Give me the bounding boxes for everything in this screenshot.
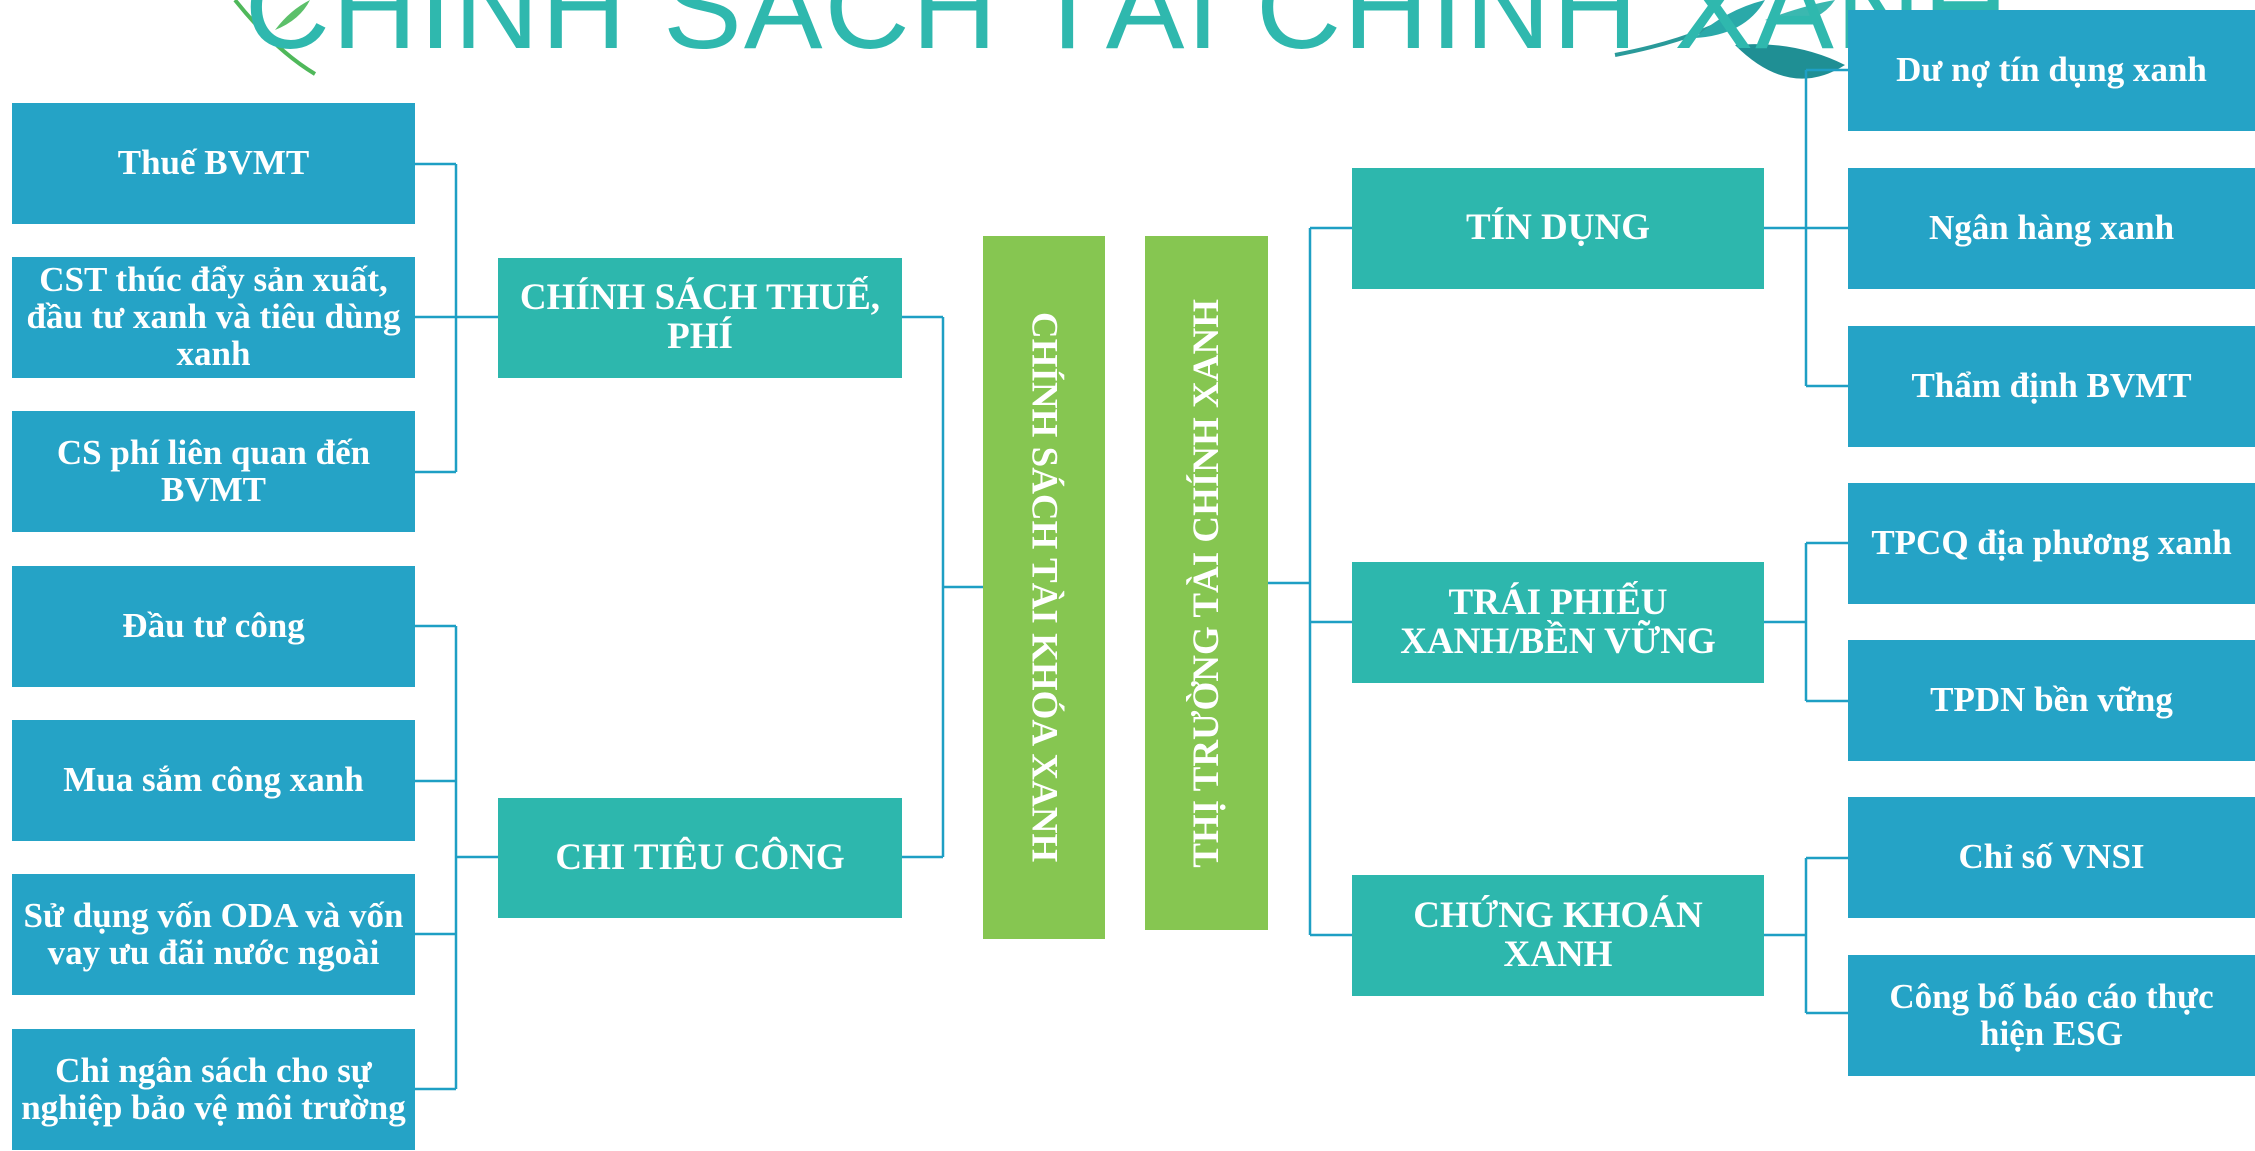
right-item-tpcq-dia-phuong: TPCQ địa phương xanh	[1848, 483, 2255, 604]
group-tin-dung: TÍN DỤNG	[1352, 168, 1764, 289]
group-chinh-sach-thue-phi: CHÍNH SÁCH THUẾ, PHÍ	[498, 258, 902, 378]
group-chi-tieu-cong: CHI TIÊU CÔNG	[498, 798, 902, 918]
left-item-thue-bvmt: Thuế BVMT	[12, 103, 415, 224]
right-item-du-no-tin-dung: Dư nợ tín dụng xanh	[1848, 10, 2255, 131]
left-item-cs-phi: CS phí liên quan đến BVMT	[12, 411, 415, 532]
center-bar-chinh-sach-tai-khoa-xanh: CHÍNH SÁCH TÀI KHÓA XANH	[983, 236, 1105, 939]
left-item-mua-sam-cong-xanh: Mua sắm công xanh	[12, 720, 415, 841]
group-chung-khoan-xanh: CHỨNG KHOÁN XANH	[1352, 875, 1764, 996]
right-item-tpdn-ben-vung: TPDN bền vững	[1848, 640, 2255, 761]
page-title: CHÍNH SÁCH TÀI CHÍNH XANH	[244, 0, 2011, 74]
leaf-decoration-left	[233, 0, 317, 76]
right-item-ngan-hang-xanh: Ngân hàng xanh	[1848, 168, 2255, 289]
center-bar-thi-truong-tai-chinh-xanh: THỊ TRƯỜNG TÀI CHÍNH XANH	[1145, 236, 1268, 930]
group-trai-phieu-xanh: TRÁI PHIẾU XANH/BỀN VỮNG	[1352, 562, 1764, 683]
left-item-cst-thuc-day: CST thúc đẩy sản xuất, đầu tư xanh và ti…	[12, 257, 415, 378]
left-item-von-oda: Sử dụng vốn ODA và vốn vay ưu đãi nước n…	[12, 874, 415, 995]
center-bar-label-left: CHÍNH SÁCH TÀI KHÓA XANH	[1023, 312, 1065, 863]
right-item-chi-so-vnsi: Chỉ số VNSI	[1848, 797, 2255, 918]
center-bar-label-right: THỊ TRƯỜNG TÀI CHÍNH XANH	[1186, 298, 1227, 868]
left-item-dau-tu-cong: Đầu tư công	[12, 566, 415, 687]
right-item-tham-dinh-bvmt: Thẩm định BVMT	[1848, 326, 2255, 447]
left-item-chi-ngan-sach: Chi ngân sách cho sự nghiệp bảo vệ môi t…	[12, 1029, 415, 1150]
right-item-cong-bo-esg: Công bố báo cáo thực hiện ESG	[1848, 955, 2255, 1076]
